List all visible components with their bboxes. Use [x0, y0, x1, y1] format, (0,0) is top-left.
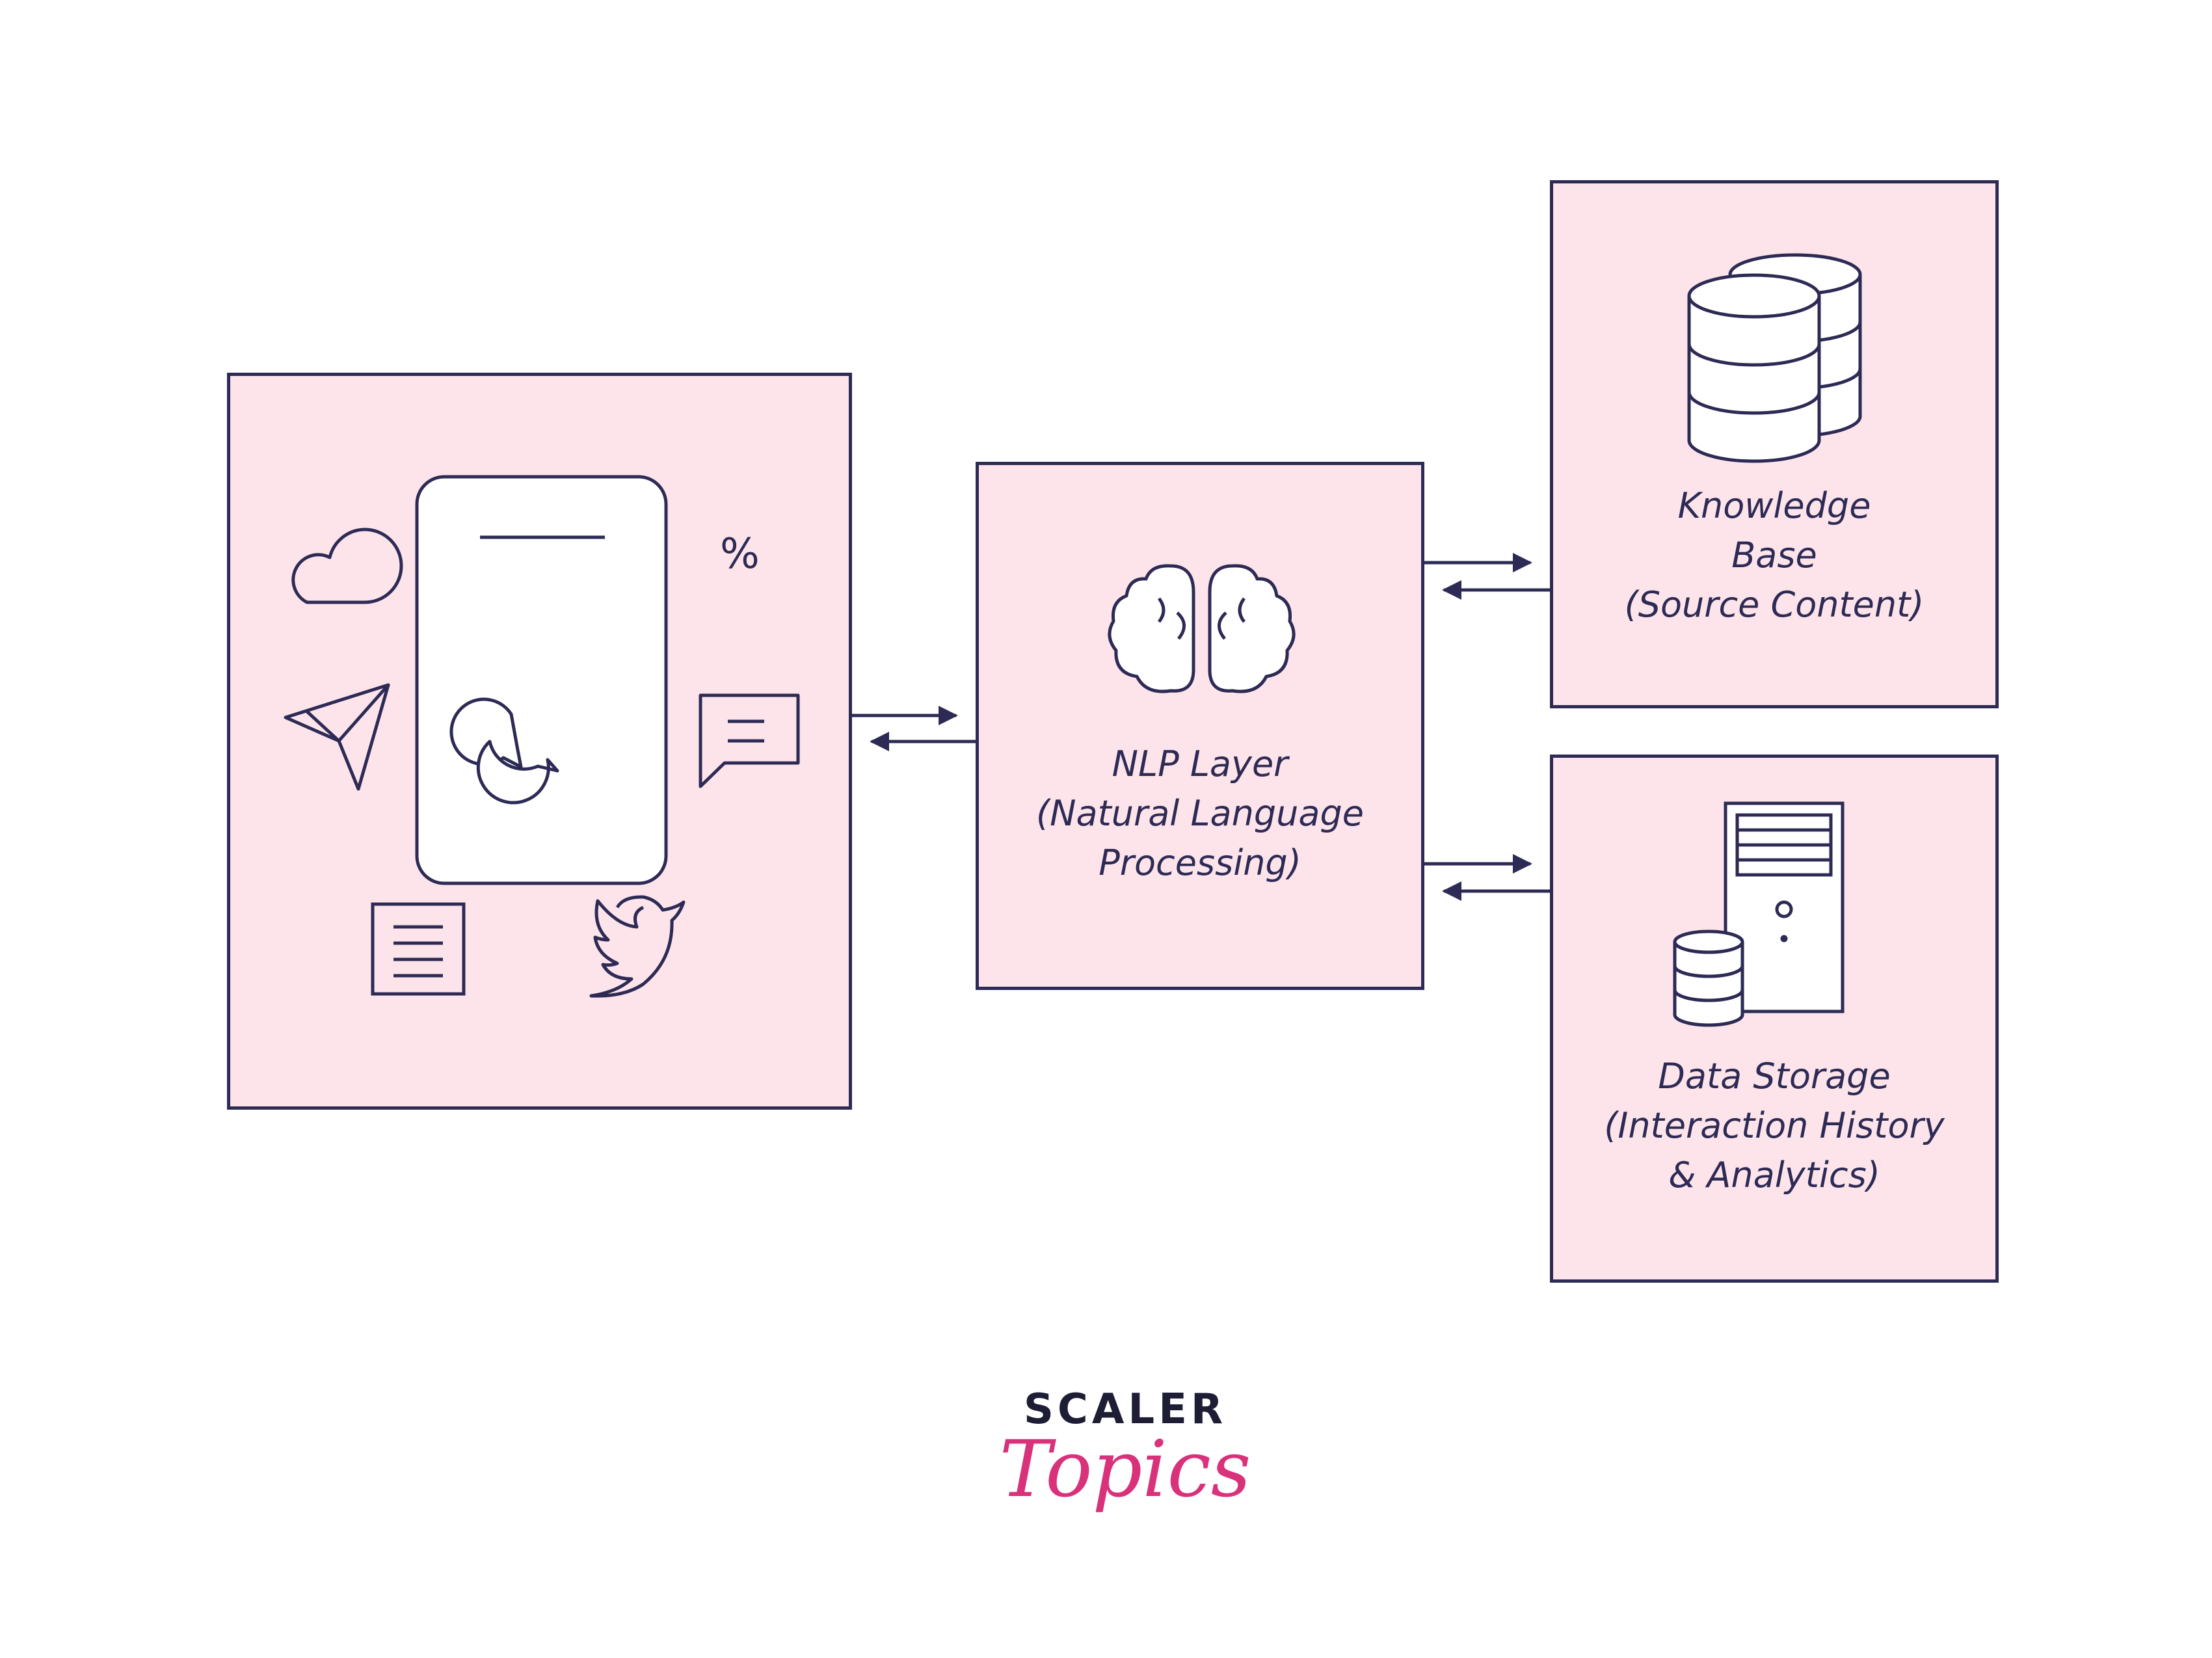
chat-bubbles-icon: [449, 697, 559, 805]
database-icon-wrap: [1687, 253, 1862, 463]
database-icon: [1687, 253, 1862, 463]
storage-label-line1: Data Storage: [1658, 1056, 1891, 1097]
data-storage-label: Data Storage (Interaction History & Anal…: [1553, 1052, 1995, 1200]
nlp-layer-label: NLP Layer (Natural Language Processing): [979, 740, 1421, 888]
percent-icon: %: [720, 530, 760, 578]
send-icon: [284, 683, 390, 791]
channels-box: %: [227, 373, 852, 1110]
data-storage-box: Data Storage (Interaction History & Anal…: [1550, 755, 1999, 1283]
phone-icon: [415, 475, 668, 885]
nlp-layer-box: NLP Layer (Natural Language Processing): [976, 462, 1424, 990]
cloud-icon: [291, 528, 403, 604]
brain-icon: [1108, 564, 1296, 693]
document-icon: [371, 902, 466, 996]
logo-scaler-text: SCALER: [1023, 1385, 1227, 1434]
knowledge-base-box: Knowledge Base (Source Content): [1550, 180, 1999, 708]
storage-label-line2: (Interaction History: [1604, 1105, 1945, 1146]
arrows-nlp-knowledge: [1424, 553, 1550, 600]
nlp-label-line3: Processing): [1099, 842, 1301, 883]
nlp-label-line1: NLP Layer: [1112, 743, 1288, 784]
channels-icons: %: [284, 475, 800, 998]
storage-label-line3: & Analytics): [1668, 1155, 1880, 1196]
knowledge-label-line3: (Source Content): [1624, 584, 1925, 625]
arrows-channels-nlp: [852, 706, 976, 751]
knowledge-label-line2: Base: [1731, 535, 1817, 576]
twitter-bird-icon: [589, 895, 686, 998]
arrows-nlp-storage: [1424, 854, 1550, 901]
brain-icon-wrap: [1108, 564, 1296, 693]
knowledge-label-line1: Knowledge: [1677, 485, 1871, 526]
knowledge-base-label: Knowledge Base (Source Content): [1553, 481, 1995, 630]
svg-text:%: %: [720, 530, 760, 578]
nlp-label-line2: (Natural Language: [1036, 793, 1364, 834]
server-icon-wrap: [1673, 801, 1845, 1027]
server-icon: [1673, 801, 1845, 1027]
logo-topics-text: Topics: [999, 1424, 1251, 1515]
message-icon: [699, 693, 800, 788]
